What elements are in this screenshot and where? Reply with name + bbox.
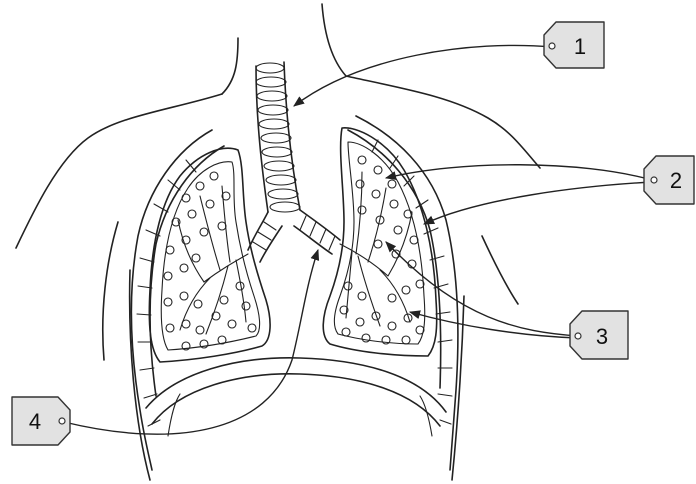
label-tag-4: 4 — [12, 397, 70, 445]
arrow-tag-3-to-alveoli-upper — [386, 242, 578, 336]
rib-cage-left — [131, 130, 224, 470]
arrow-tag-4-to-bronchus — [64, 250, 318, 434]
label-tag-3: 3 — [570, 311, 628, 359]
label-tag-3-text: 3 — [596, 324, 608, 349]
left-arm-line — [103, 222, 118, 360]
bronchi — [248, 210, 340, 262]
trachea — [256, 62, 300, 212]
label-tag-4-text: 4 — [29, 409, 41, 434]
body-outline — [16, 4, 540, 480]
right-lung — [323, 128, 436, 356]
arrow-tag-2-to-upper-bronchiole — [386, 165, 652, 180]
label-tag-2-text: 2 — [670, 168, 682, 193]
neck-left-line — [222, 38, 238, 94]
arrow-tag-2-to-lower-bronchiole — [424, 182, 652, 224]
left-shoulder-line — [16, 94, 222, 248]
label-tag-2: 2 — [644, 156, 694, 204]
neck-right-line — [322, 4, 346, 76]
diaphragm — [146, 358, 446, 436]
label-tag-1-text: 1 — [574, 34, 586, 59]
right-arm-line — [482, 236, 518, 304]
label-tag-1: 1 — [544, 22, 604, 68]
left-lung — [149, 148, 270, 362]
